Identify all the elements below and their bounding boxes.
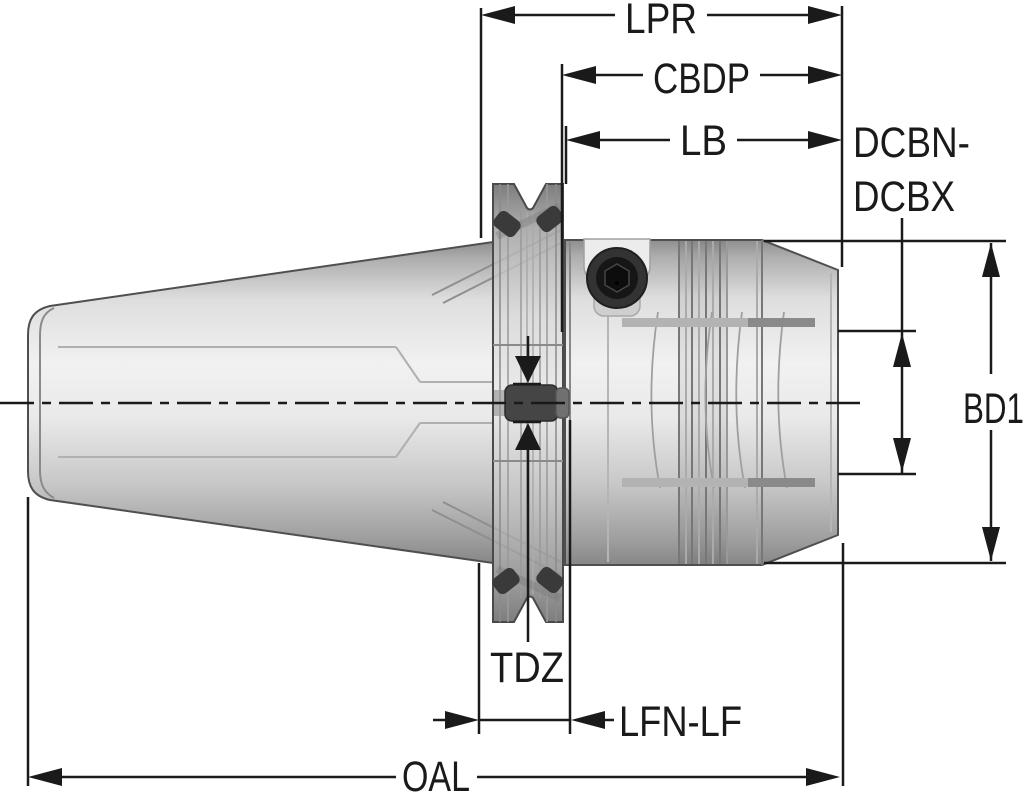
screw-center-dot <box>615 281 619 285</box>
set-screw <box>583 238 651 317</box>
dimension-lpr <box>481 6 842 24</box>
dim-label-dcbn: DCBN- <box>853 119 970 167</box>
shank-end-cap-line <box>39 307 55 499</box>
shank-internal-bore-lines <box>58 346 494 458</box>
extension-lines <box>26 6 1006 786</box>
dim-label-tdz: TDZ <box>490 644 564 692</box>
dim-label-oal: OAL <box>402 753 470 793</box>
dimension-bd1 <box>982 243 1000 561</box>
o-ring-seals <box>492 202 564 602</box>
dimension-tdz <box>515 336 541 642</box>
dimension-lb <box>566 131 842 149</box>
dimension-cbdp <box>562 66 842 84</box>
hex-socket-icon <box>604 263 630 293</box>
dim-label-dcbx: DCBX <box>853 173 955 221</box>
dim-label-lb: LB <box>680 117 727 165</box>
dim-label-lfn-lf: LFN-LF <box>619 698 742 746</box>
dimension-lfn-lf <box>433 711 614 729</box>
dimension-oal <box>28 768 840 786</box>
dim-label-bd1: BD1 <box>963 385 1024 433</box>
dim-label-lpr: LPR <box>625 0 697 43</box>
clamping-bore-bars <box>622 318 815 487</box>
dimension-dcbn-dcbx <box>893 218 911 474</box>
internal-thread-curves <box>650 311 788 489</box>
dim-label-cbdp: CBDP <box>653 55 750 103</box>
